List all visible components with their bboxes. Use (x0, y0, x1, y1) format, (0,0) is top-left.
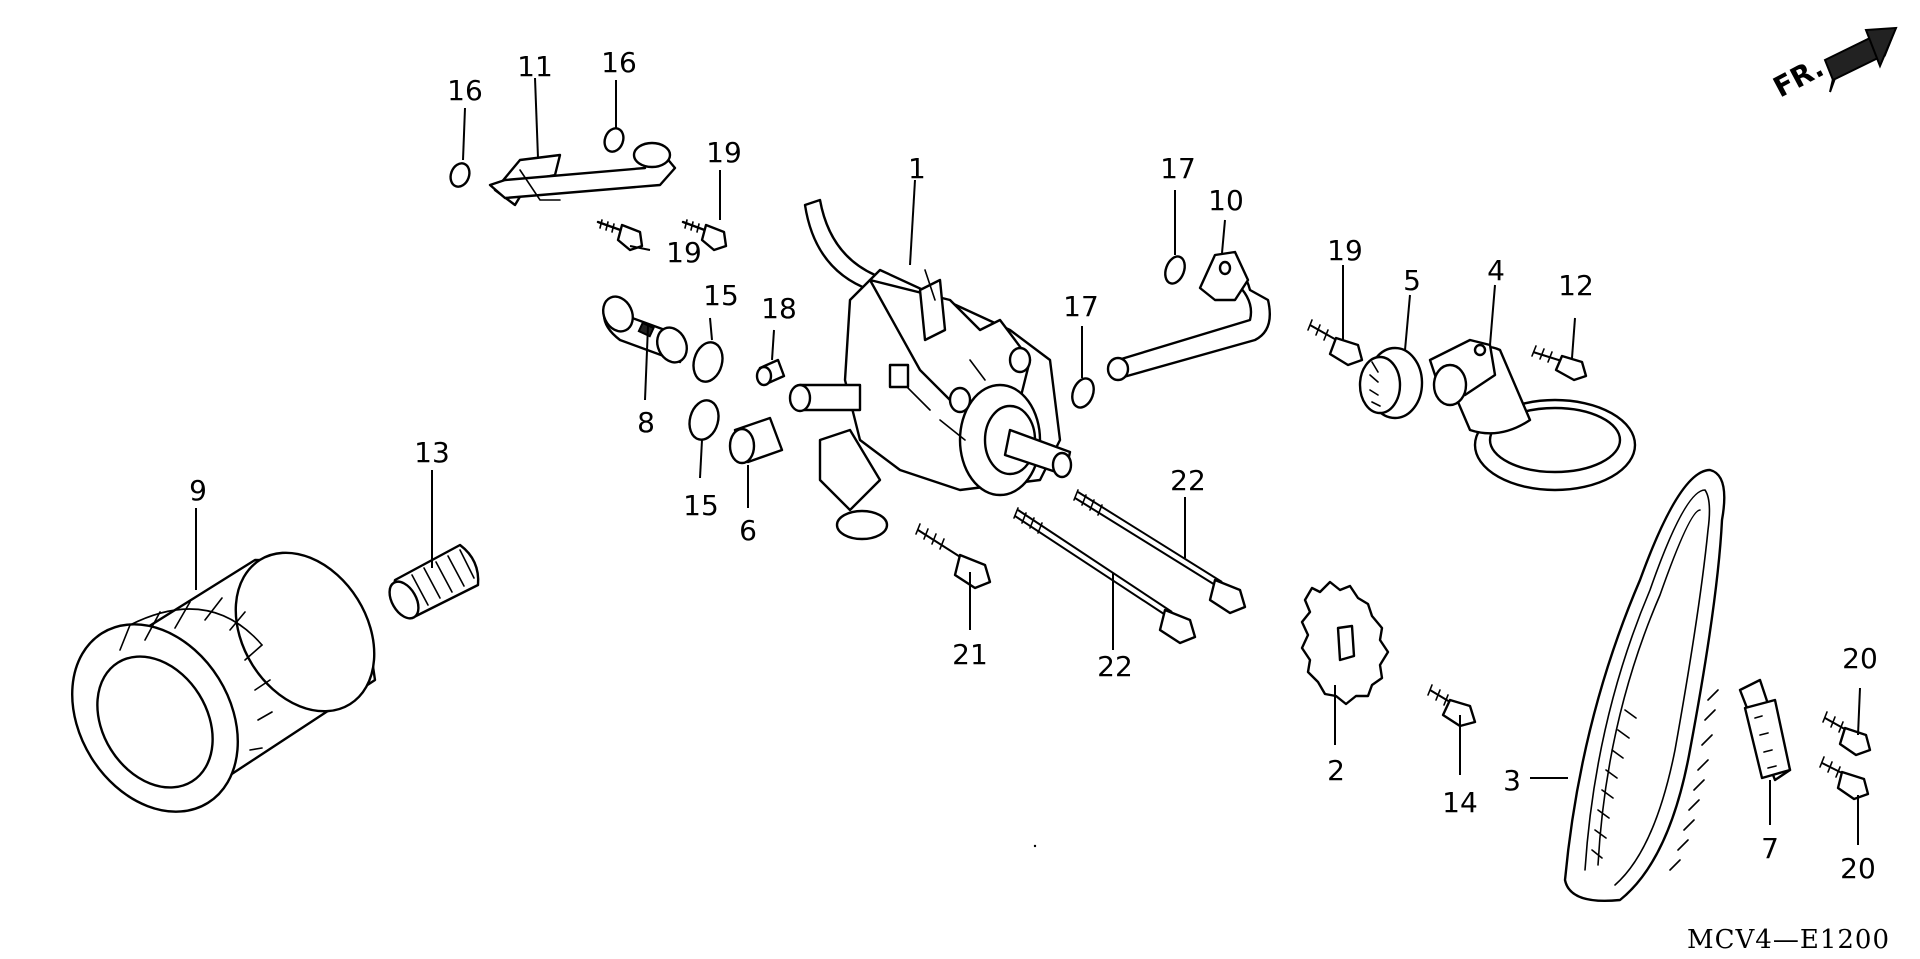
callout-2: 2 (1327, 754, 1345, 787)
callout-19-left-b: 19 (706, 136, 742, 169)
pump-bolt-22-top (1073, 489, 1247, 615)
callout-labels: 1 2 3 4 5 6 7 8 9 10 11 12 13 14 15 15 1… (189, 46, 1878, 885)
callout-11: 11 (517, 50, 553, 83)
pump-bolt-22-bottom (1013, 507, 1197, 645)
oil-filter (71, 551, 377, 813)
oil-pump (788, 198, 1073, 541)
chain-guide (1738, 678, 1792, 782)
diagram-code: MCV4—E1200 (1687, 925, 1890, 955)
bolt-19-right (1307, 319, 1364, 367)
guide-bolt-20-bottom (1819, 756, 1870, 801)
callout-21: 21 (952, 638, 988, 671)
filter-boss (388, 543, 480, 620)
callout-6: 6 (739, 514, 757, 547)
guide-bolt-20-top (1822, 711, 1872, 757)
callout-20-top: 20 (1842, 642, 1878, 675)
strainer-bolt-12 (1531, 345, 1588, 382)
callout-14: 14 (1442, 786, 1478, 819)
callout-20-bottom: 20 (1840, 852, 1876, 885)
callout-18: 18 (761, 292, 797, 325)
o-ring-16-left (449, 162, 471, 188)
callout-16-right: 16 (601, 46, 637, 79)
callout-9: 9 (189, 474, 207, 507)
bolt-19-left-b (681, 219, 728, 252)
o-ring-15-upper (692, 341, 724, 383)
leader-lines (195, 77, 1861, 845)
drive-chain (1563, 468, 1726, 902)
bolt-19-left-a (596, 219, 644, 252)
callout-17-side: 17 (1063, 290, 1099, 323)
pump-bolt-21 (915, 523, 992, 590)
o-ring-17-side (1071, 377, 1095, 409)
callout-15-upper: 15 (703, 279, 739, 312)
callout-13: 13 (414, 436, 450, 469)
front-direction-label: FR. (1768, 51, 1829, 104)
callout-5: 5 (1403, 264, 1421, 297)
callout-7: 7 (1761, 832, 1779, 865)
callout-12: 12 (1558, 269, 1594, 302)
o-ring-15-lower (688, 399, 720, 441)
oil-pipe-left (488, 141, 677, 207)
oil-pipe-right (1106, 250, 1272, 382)
callout-22-bottom: 22 (1097, 650, 1133, 683)
strainer-seal (1358, 346, 1424, 420)
callout-16-left: 16 (447, 74, 483, 107)
callout-15-lower: 15 (683, 489, 719, 522)
sprocket-bolt-14 (1427, 684, 1477, 728)
callout-19-right: 19 (1327, 234, 1363, 267)
dowel-pin-18 (755, 358, 786, 387)
stray-dot (1033, 844, 1037, 848)
callout-17-top: 17 (1160, 152, 1196, 185)
callout-8: 8 (637, 406, 655, 439)
callout-1: 1 (908, 152, 926, 185)
o-ring-17-top (1164, 255, 1186, 285)
callout-3: 3 (1503, 764, 1521, 797)
pump-sprocket (1300, 580, 1390, 706)
o-ring-16-right (603, 127, 625, 153)
relief-valve (602, 295, 688, 364)
front-direction-arrow-icon (1823, 26, 1898, 93)
callout-10: 10 (1208, 184, 1244, 217)
oil-strainer (1428, 338, 1637, 492)
callout-4: 4 (1487, 254, 1505, 287)
callout-22-top: 22 (1170, 464, 1206, 497)
dowel-pin-6 (728, 416, 784, 465)
callout-19-left-a: 19 (666, 236, 702, 269)
